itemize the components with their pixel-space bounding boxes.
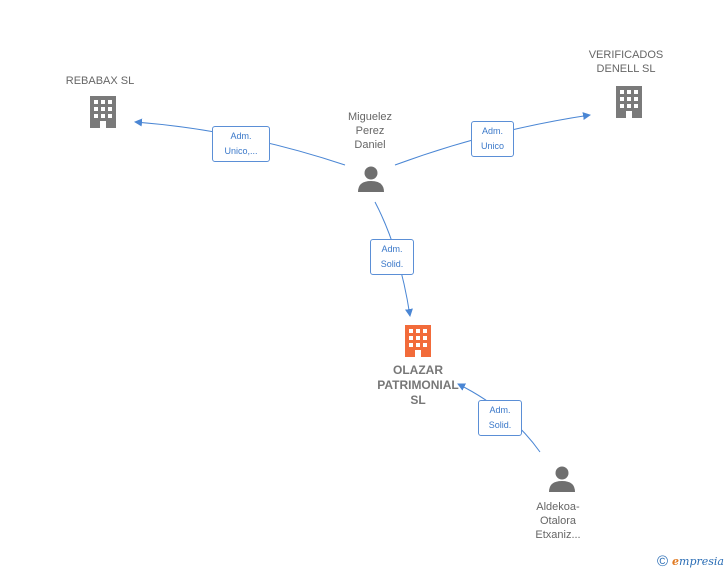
person-label-aldekoa[interactable]: Aldekoa- Otalora Etxaniz...: [535, 501, 581, 541]
company-label-olazar[interactable]: OLAZAR PATRIMONIAL SL: [377, 363, 459, 407]
building-icon: [616, 86, 642, 118]
company-label-verificados[interactable]: VERIFICADOS DENELL SL: [588, 49, 664, 75]
edge-label-to-rebabax: Adm. Unico,...: [212, 126, 270, 162]
edge-label-miguelez-to-olazar: Adm. Solid.: [370, 239, 414, 275]
edge-label-to-verificados: Adm. Unico: [471, 121, 514, 157]
company-label-rebabax[interactable]: REBABAX SL: [65, 75, 135, 87]
person-label-miguelez[interactable]: Miguelez Perez Daniel: [347, 111, 393, 151]
brand-logo: empresia: [672, 555, 724, 568]
edge-label-aldekoa-to-olazar: Adm. Solid.: [478, 400, 522, 436]
building-icon-main: [405, 325, 431, 357]
copyright-symbol: ©: [656, 553, 669, 570]
person-icon: [549, 466, 575, 492]
building-icon: [90, 96, 116, 128]
footer-brand: © empresia: [657, 553, 724, 570]
person-icon: [358, 166, 384, 192]
